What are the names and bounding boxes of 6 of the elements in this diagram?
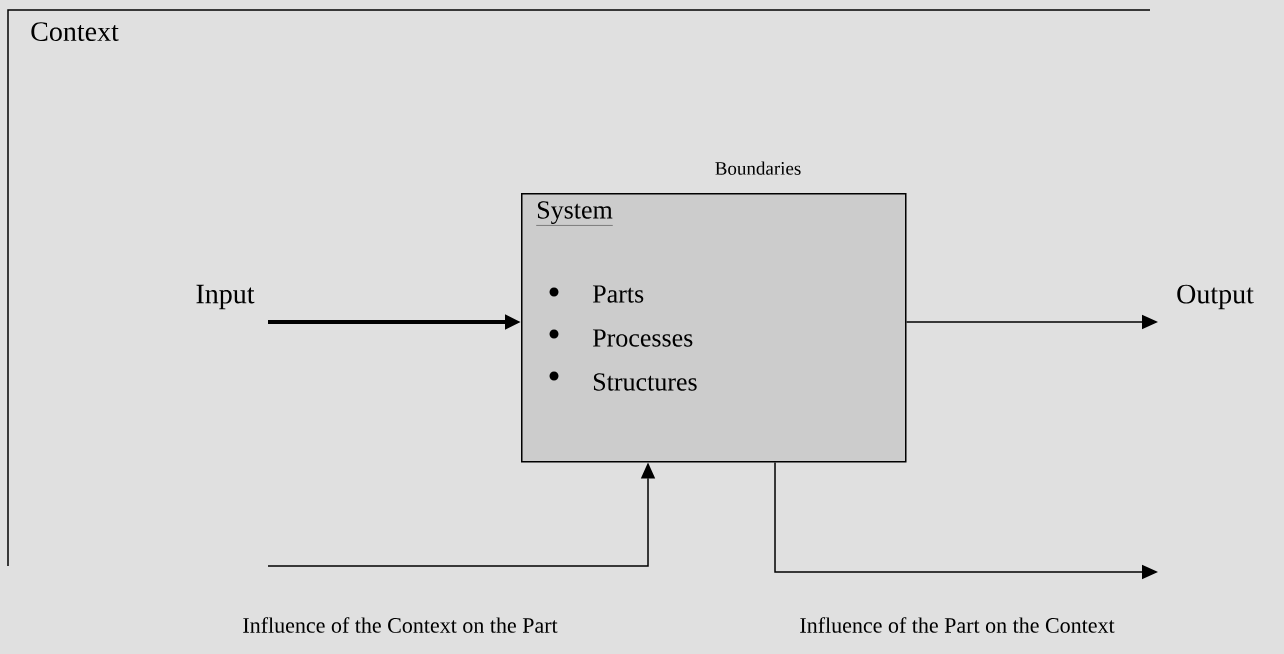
edge-label: Output bbox=[1177, 284, 1254, 310]
edge-label: Input bbox=[196, 284, 255, 310]
boundary-label: Boundaries bbox=[715, 161, 801, 175]
edge-label: Influence of the Part on the Context bbox=[800, 617, 1115, 633]
system-box: System Parts Processes Structures bbox=[521, 193, 907, 463]
edge-label: Influence of the Context on the Part bbox=[243, 617, 558, 633]
